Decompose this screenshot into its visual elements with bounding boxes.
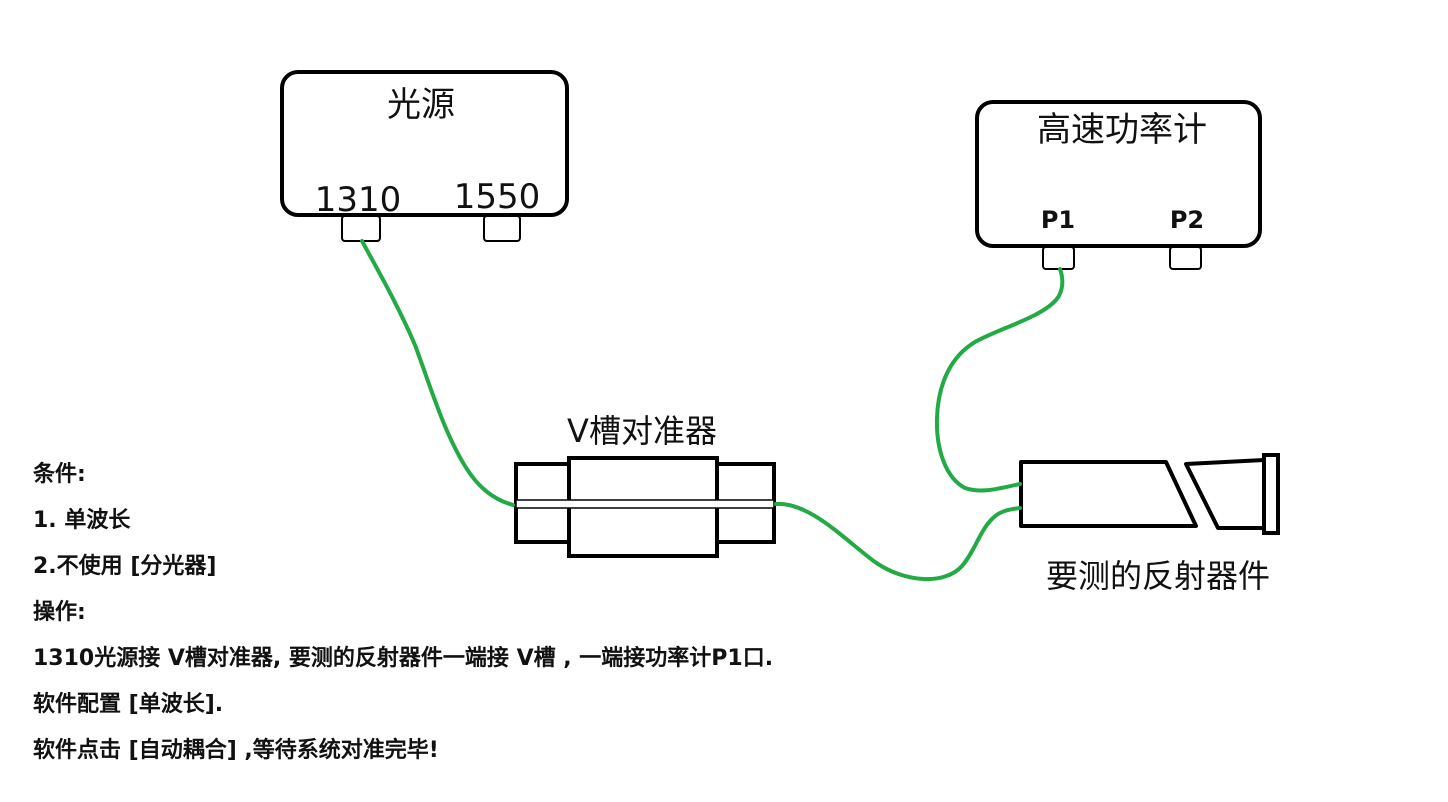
port-label-p1: P1 — [1041, 206, 1075, 234]
reflective-device: 要测的反射器件 — [1019, 453, 1280, 595]
port-label-1310: 1310 — [315, 180, 402, 220]
aligner-title: V槽对准器 — [567, 412, 717, 450]
fiber-device-to-power-meter — [934, 267, 1065, 493]
power-meter-box — [975, 100, 1262, 248]
light-source: 光源 1310 1550 — [280, 70, 569, 242]
condition-no-splitter: 2.不使用 [分光器] — [33, 554, 217, 579]
conditions-title: 条件: — [33, 462, 86, 487]
operation-auto-couple: 软件点击 [自动耦合] ,等待系统对准完毕! — [33, 738, 439, 763]
fiber-source-to-aligner — [360, 239, 515, 507]
operations-title: 操作: — [33, 600, 86, 625]
operation-configure: 软件配置 [单波长]. — [33, 692, 224, 717]
power-meter-title: 高速功率计 — [1037, 110, 1207, 150]
device-body — [1019, 460, 1198, 528]
light-source-title: 光源 — [387, 85, 455, 125]
device-title: 要测的反射器件 — [1046, 557, 1270, 595]
device-ferrule — [1184, 458, 1266, 530]
power-meter: 高速功率计 P1 P2 — [975, 100, 1262, 270]
port-p1-connector — [1042, 246, 1075, 270]
port-1310-connector — [341, 215, 381, 242]
operation-connect: 1310光源接 V槽对准器, 要测的反射器件一端接 V槽 , 一端接功率计P1口… — [33, 646, 774, 671]
v-groove-aligner: V槽对准器 — [514, 412, 776, 558]
port-p2-connector — [1169, 246, 1202, 270]
fiber-aligner-to-device — [774, 501, 1022, 582]
instructions-panel: 条件: 1. 单波长 2.不使用 [分光器] 操作: 1310光源接 V槽对准器… — [33, 452, 773, 774]
port-label-p2: P2 — [1170, 206, 1204, 234]
device-end-cap — [1262, 453, 1280, 535]
port-label-1550: 1550 — [454, 177, 541, 217]
condition-single-wavelength: 1. 单波长 — [33, 508, 131, 533]
port-1550-connector — [483, 215, 521, 242]
light-source-box — [280, 70, 569, 217]
